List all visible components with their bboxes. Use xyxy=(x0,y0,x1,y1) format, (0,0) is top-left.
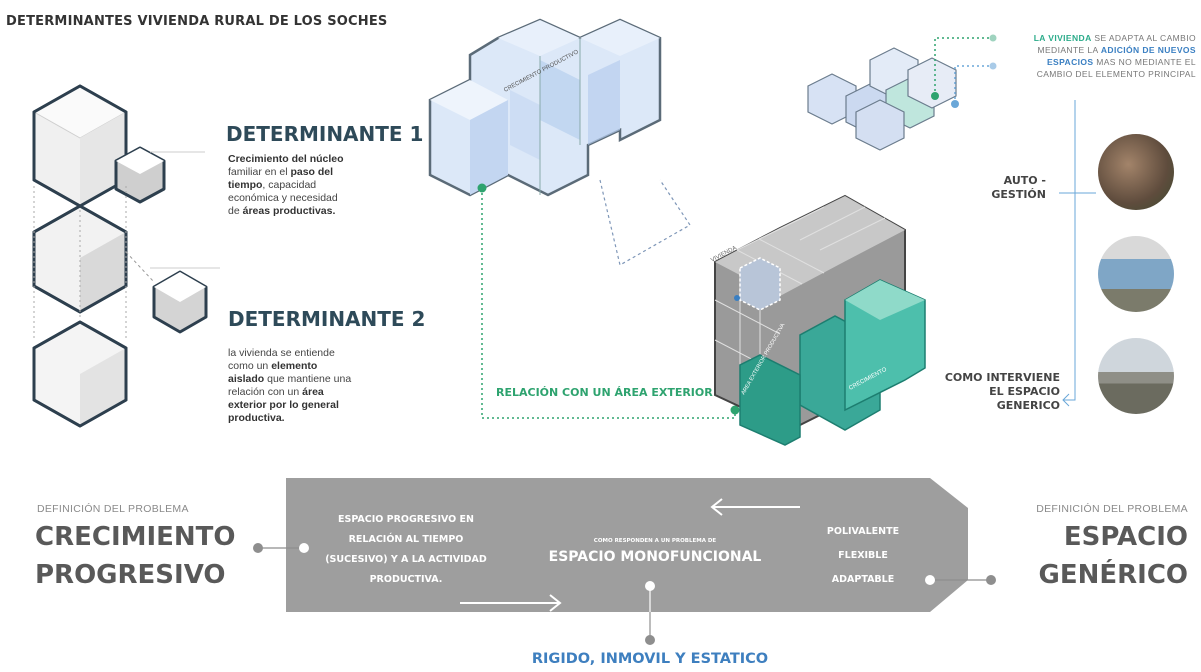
text: de xyxy=(228,205,243,217)
grid-cube-illustration: CRECIMIENTO VIVIENDA AREA EXTERIOR PRODU… xyxy=(710,194,926,446)
text: área xyxy=(302,386,324,398)
text: Crecimiento del núcleo xyxy=(228,153,344,165)
house-volumes-illustration: CRECIMIENTO PRODUCTIVO xyxy=(428,18,691,266)
text: ADICIÓN DE NUEVOS xyxy=(1100,45,1196,55)
text: GENERICO xyxy=(996,399,1060,412)
text: ESPACIOS xyxy=(1046,57,1094,67)
banner-center-caption: COMO RESPONDEN A UN PROBLEMA DE xyxy=(593,538,717,544)
text: que mantiene una xyxy=(264,373,352,385)
text: paso del xyxy=(290,166,334,178)
determinante-2-text: la vivienda se entiende como un elemento… xyxy=(228,347,383,425)
determinante-1-text: Crecimiento del núcleo familiar en el pa… xyxy=(228,153,383,218)
page-title: DETERMINANTES VIVIENDA RURAL DE LOS SOCH… xyxy=(6,14,388,29)
house-photo-2 xyxy=(1098,236,1174,312)
text: áreas productivas. xyxy=(242,205,336,217)
right-problem-title-2: GENÉRICO xyxy=(1038,560,1189,590)
text: COMO INTERVIENE xyxy=(944,371,1060,384)
text: tiempo xyxy=(228,179,263,191)
determinante-1-heading: DETERMINANTE 1 xyxy=(226,122,424,146)
text: (SUCESIVO) Y A LA ACTIVIDAD xyxy=(325,554,487,565)
text: relación con un xyxy=(228,386,303,398)
text: POLIVALENTE xyxy=(826,526,900,537)
text: EL ESPACIO xyxy=(989,385,1060,398)
text: SE ADAPTA AL CAMBIO xyxy=(1091,33,1196,43)
text: la vivienda se entiende xyxy=(228,347,335,359)
text: AUTO - xyxy=(1003,174,1046,187)
text: , capacidad xyxy=(262,179,317,191)
text: MAS NO MEDIANTE EL xyxy=(1093,57,1196,67)
banner-center-title: ESPACIO MONOFUNCIONAL xyxy=(548,549,762,565)
top-right-note: LA VIVIENDA SE ADAPTA AL CAMBIO MEDIANTE… xyxy=(960,32,1196,80)
text: PRODUCTIVA. xyxy=(369,574,443,585)
autogestion-label: AUTO -GESTIÓN xyxy=(990,174,1046,202)
text: familiar en el xyxy=(228,166,291,178)
right-problem-title-1: ESPACIO xyxy=(1063,522,1188,552)
growth-volumes-illustration xyxy=(807,47,957,151)
banner-right-text: POLIVALENTE FLEXIBLE ADAPTABLE xyxy=(808,520,918,592)
house-photo-3 xyxy=(1098,338,1174,414)
house-photo-1 xyxy=(1098,134,1174,210)
text: productiva. xyxy=(228,412,285,424)
text: FLEXIBLE xyxy=(838,550,888,561)
rigido-label: RIGIDO, INMOVIL Y ESTATICO xyxy=(531,651,769,667)
banner-left-text: ESPACIO PROGRESIVO EN RELACIÓN AL TIEMPO… xyxy=(306,510,506,590)
left-problem-caption: DEFINICIÓN DEL PROBLEMA xyxy=(37,503,189,515)
text: GESTIÓN xyxy=(991,188,1046,201)
left-cubes-illustration xyxy=(32,84,220,428)
text: CAMBIO DEL ELEMENTO PRINCIPAL xyxy=(1036,69,1196,79)
left-problem-title-1: CRECIMIENTO xyxy=(35,522,236,552)
right-problem-caption: DEFINICIÓN DEL PROBLEMA xyxy=(1036,503,1188,515)
text: aislado xyxy=(228,373,265,385)
left-problem-title-2: PROGRESIVO xyxy=(35,560,226,590)
text: MEDIANTE LA xyxy=(1037,45,1101,55)
relacion-label: RELACIÓN CON UN ÁREA EXTERIOR xyxy=(496,386,713,399)
text: ESPACIO PROGRESIVO EN xyxy=(337,514,474,525)
text: exterior por lo general xyxy=(228,399,339,411)
text: como un xyxy=(228,360,272,372)
text: RELACIÓN AL TIEMPO xyxy=(348,534,464,545)
determinante-2-heading: DETERMINANTE 2 xyxy=(228,307,426,331)
banner-shape xyxy=(286,478,968,612)
text: LA VIVIENDA xyxy=(1033,33,1092,43)
text: elemento xyxy=(271,360,318,372)
relacion-connector xyxy=(481,188,736,419)
text: ADAPTABLE xyxy=(831,574,895,585)
text: económica y necesidad xyxy=(228,192,338,204)
